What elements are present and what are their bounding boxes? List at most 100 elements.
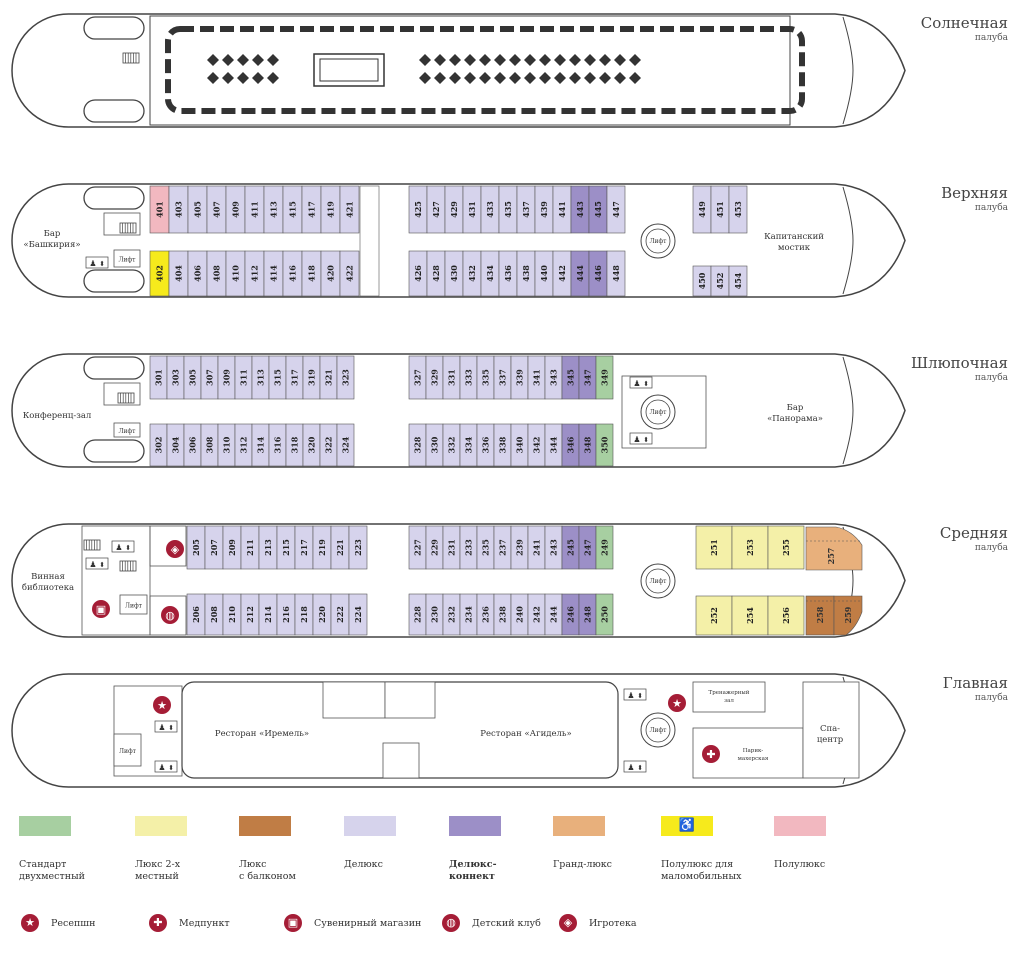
cabin-label-450: 450 bbox=[697, 272, 707, 289]
lift-circle-inner bbox=[645, 399, 671, 425]
cabin-label-349: 349 bbox=[600, 369, 610, 386]
cabin-label-213: 213 bbox=[263, 539, 273, 556]
cabin-label-221: 221 bbox=[335, 539, 345, 556]
deck-subtitle: палуба bbox=[974, 373, 1008, 383]
restroom-icon: ♟⬍ bbox=[623, 688, 647, 701]
stairs-icon bbox=[122, 52, 140, 64]
cabin-label-430: 430 bbox=[449, 265, 459, 282]
cabin-label-444: 444 bbox=[575, 265, 585, 282]
cabin-label-344: 344 bbox=[549, 436, 559, 453]
hall-block bbox=[382, 742, 420, 779]
cabin-label-242: 242 bbox=[532, 606, 542, 623]
sun-deck-pool-inner bbox=[319, 58, 379, 82]
sun-lounger bbox=[222, 54, 234, 66]
cabin-label-438: 438 bbox=[521, 265, 531, 282]
deck-subtitle: палуба bbox=[974, 203, 1008, 213]
stern-cabin-top bbox=[83, 16, 145, 40]
bow-line bbox=[842, 186, 854, 295]
cabin-label-408: 408 bbox=[212, 265, 222, 282]
cabin-label-345: 345 bbox=[566, 369, 576, 386]
kids-club-icon: ◍ bbox=[161, 606, 179, 624]
hairdresser-label: Парик-махерская bbox=[738, 748, 769, 762]
restroom-icon: ♟⬍ bbox=[85, 256, 109, 269]
cabin-label-308: 308 bbox=[205, 436, 215, 453]
stern-cabin-bottom bbox=[83, 99, 145, 123]
deck-subtitle: палуба bbox=[974, 693, 1008, 703]
cabin-label-314: 314 bbox=[256, 436, 266, 453]
cabin-label-449: 449 bbox=[697, 201, 707, 218]
cabin-label-432: 432 bbox=[467, 265, 477, 282]
stern-cabin-top bbox=[83, 186, 145, 210]
cabin-label-409: 409 bbox=[231, 201, 241, 218]
svg-text:◍: ◍ bbox=[165, 609, 175, 622]
cabin-label-313: 313 bbox=[256, 369, 266, 386]
cabin-256 bbox=[767, 595, 805, 636]
cabin-label-245: 245 bbox=[566, 539, 576, 556]
sun-lounger bbox=[479, 54, 491, 66]
cabin-252 bbox=[695, 595, 733, 636]
sun-lounger bbox=[554, 54, 566, 66]
sun-lounger bbox=[494, 72, 506, 84]
cabin-350 bbox=[595, 423, 614, 467]
svg-text:◈: ◈ bbox=[171, 543, 180, 556]
cabin-label-324: 324 bbox=[341, 436, 351, 453]
legend-label-semilux: Полулюкс bbox=[774, 859, 826, 870]
cabin-label-306: 306 bbox=[188, 436, 198, 453]
legend-swatch-deluxe bbox=[344, 816, 396, 836]
cabin-label-252: 252 bbox=[709, 607, 719, 624]
lift-circle-inner bbox=[645, 228, 671, 254]
svg-text:♟: ♟ bbox=[115, 543, 122, 552]
sun-lounger bbox=[207, 54, 219, 66]
cabin-label-320: 320 bbox=[307, 436, 317, 453]
sun-lounger bbox=[584, 72, 596, 84]
cabin-label-404: 404 bbox=[174, 265, 184, 282]
cabin-251 bbox=[695, 525, 733, 570]
stair-well bbox=[103, 382, 141, 406]
sun-lounger bbox=[479, 72, 491, 84]
cabin-label-414: 414 bbox=[269, 265, 279, 282]
cabin-label-327: 327 bbox=[413, 369, 423, 386]
cabin-label-350: 350 bbox=[600, 436, 610, 453]
cabin-label-342: 342 bbox=[532, 437, 542, 454]
restroom-icon: ♟⬍ bbox=[629, 432, 653, 445]
svg-text:♟: ♟ bbox=[158, 723, 165, 732]
stairs-icon bbox=[83, 539, 101, 551]
cabin-label-416: 416 bbox=[288, 265, 298, 282]
middle-stern-block3 bbox=[149, 595, 187, 636]
cabin-label-253: 253 bbox=[745, 539, 755, 556]
svg-text:♟: ♟ bbox=[89, 560, 96, 569]
svg-text:★: ★ bbox=[672, 697, 682, 710]
cabin-label-228: 228 bbox=[413, 606, 423, 623]
legend-label-standard: Стандарт двухместный bbox=[19, 859, 85, 882]
svg-text:⬍: ⬍ bbox=[168, 764, 174, 772]
stairs-icon bbox=[117, 392, 135, 404]
cabin-label-413: 413 bbox=[269, 201, 279, 218]
star-icon: ★ bbox=[153, 696, 171, 714]
cabin-label-343: 343 bbox=[549, 369, 559, 386]
cabin-323 bbox=[336, 355, 355, 400]
lift-circle-inner bbox=[645, 717, 671, 743]
cabin-label-218: 218 bbox=[299, 606, 309, 623]
bar-bashkiria-label: Бар«Башкирия» bbox=[23, 229, 80, 250]
cabin-label-436: 436 bbox=[503, 265, 513, 282]
medical-cross-icon: ✚ bbox=[149, 914, 167, 932]
cabin-label-411: 411 bbox=[250, 201, 260, 218]
cabin-label-340: 340 bbox=[515, 436, 525, 453]
svg-text:⬍: ⬍ bbox=[643, 436, 649, 444]
cabin-label-437: 437 bbox=[521, 201, 531, 218]
sun-lounger bbox=[524, 72, 536, 84]
restroom-icon: ♟⬍ bbox=[154, 760, 178, 773]
cabin-label-223: 223 bbox=[353, 539, 363, 556]
cabin-label-332: 332 bbox=[447, 437, 457, 454]
sun-lounger bbox=[524, 54, 536, 66]
cabin-label-403: 403 bbox=[174, 201, 184, 218]
cabin-label-211: 211 bbox=[245, 539, 255, 556]
cabin-label-405: 405 bbox=[193, 201, 203, 218]
svg-text:⬍: ⬍ bbox=[637, 764, 643, 772]
cabin-249 bbox=[595, 525, 614, 570]
cabin-label-402: 402 bbox=[155, 265, 165, 282]
sun-lounger bbox=[419, 72, 431, 84]
stair-well bbox=[103, 212, 141, 236]
